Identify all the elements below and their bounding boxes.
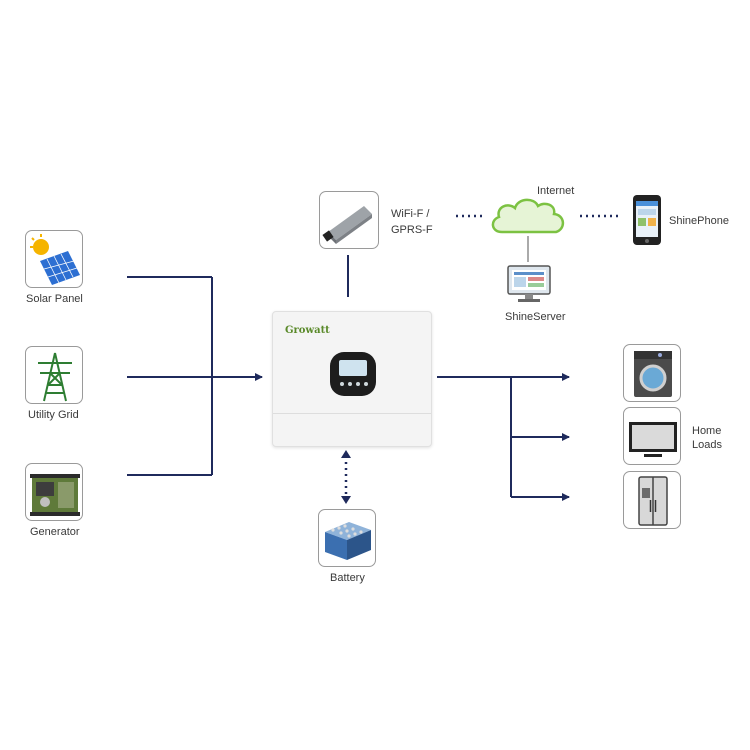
battery-label: Battery bbox=[330, 572, 365, 584]
cloud-icon bbox=[491, 198, 565, 234]
utility-grid-icon bbox=[38, 352, 72, 402]
battery-tile bbox=[318, 509, 376, 567]
utility-grid-label: Utility Grid bbox=[28, 409, 79, 421]
monitor-icon bbox=[507, 265, 551, 302]
solar-panel-tile bbox=[25, 230, 83, 288]
wifi-module-label-2: GPRS-F bbox=[391, 224, 433, 236]
washing-machine-icon bbox=[634, 351, 672, 397]
inverter-divider bbox=[273, 413, 431, 414]
refrigerator-icon bbox=[638, 476, 668, 526]
home-loads-label-2: Loads bbox=[692, 439, 722, 451]
home-loads-label-1: Home bbox=[692, 425, 722, 437]
solar-panel-label: Solar Panel bbox=[26, 293, 83, 305]
button-dot bbox=[356, 382, 360, 386]
internet-label: Internet bbox=[537, 185, 575, 197]
television-tile bbox=[623, 407, 681, 465]
battery-icon bbox=[325, 522, 371, 560]
button-dot bbox=[348, 382, 352, 386]
smartphone-icon bbox=[633, 195, 661, 245]
inverter-display bbox=[330, 352, 376, 396]
wifi-module-tile bbox=[319, 191, 379, 249]
button-dot bbox=[364, 382, 368, 386]
generator-label: Generator bbox=[30, 526, 80, 538]
button-dot bbox=[340, 382, 344, 386]
lcd-screen bbox=[339, 360, 367, 376]
utility-grid-tile bbox=[25, 346, 83, 404]
solar-panel-icon bbox=[30, 234, 80, 285]
refrigerator-tile bbox=[623, 471, 681, 529]
growatt-inverter: Growatt bbox=[272, 311, 432, 447]
inverter-brand: Growatt bbox=[285, 325, 330, 336]
generator-tile bbox=[25, 463, 83, 521]
shinephone-label: ShinePhone bbox=[669, 215, 729, 227]
wifi-stick-icon bbox=[322, 206, 372, 244]
television-icon bbox=[629, 422, 677, 457]
washing-machine-tile bbox=[623, 344, 681, 402]
generator-icon bbox=[30, 474, 80, 516]
shineserver-label: ShineServer bbox=[505, 311, 566, 323]
wifi-module-label-1: WiFi-F / bbox=[391, 208, 430, 220]
